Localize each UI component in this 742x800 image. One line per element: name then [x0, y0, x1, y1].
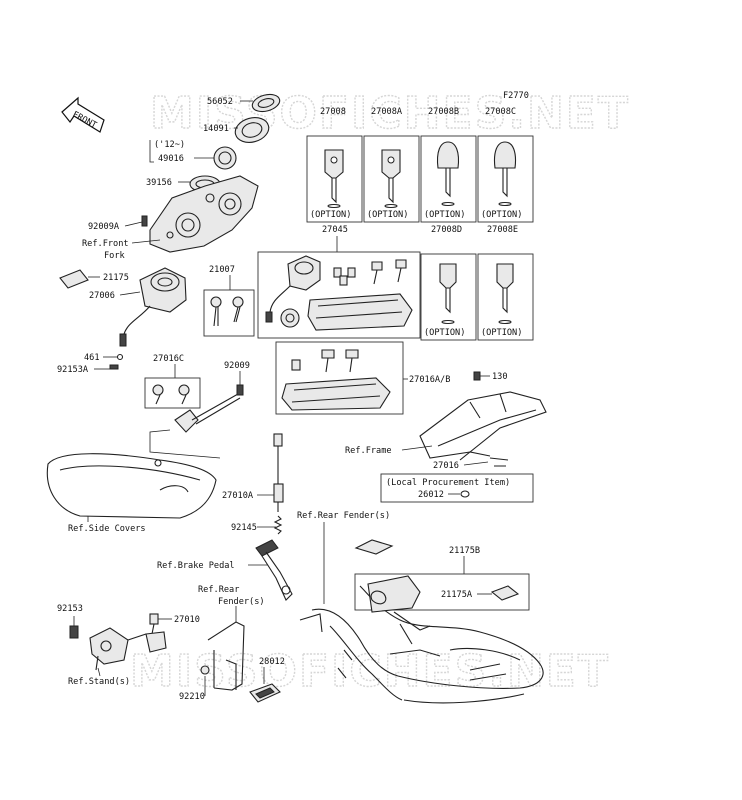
label-27006: 27006 — [89, 291, 115, 301]
rear-fender-assembly — [299, 585, 544, 704]
option-27008A: (OPTION) — [367, 210, 408, 220]
rubber-21175A — [490, 585, 520, 601]
key-box-27008E — [477, 253, 534, 341]
label-local-procurement: (Local Procurement Item) — [386, 478, 510, 488]
label-ref-front-fork: Ref.Front — [82, 239, 129, 249]
option-27008B: (OPTION) — [424, 210, 465, 220]
label-92153: 92153 — [57, 604, 83, 614]
label-ref-rear-fender-top: Ref.Rear Fender(s) — [297, 511, 390, 521]
stand-switch-27010 — [145, 613, 167, 653]
label-92009: 92009 — [224, 361, 250, 371]
label-27010A: 27010A — [222, 491, 254, 501]
label-92153A: 92153A — [57, 365, 89, 375]
ignition-ring-14091 — [234, 117, 270, 143]
key-27008B-icon — [436, 141, 460, 207]
local-procurement-box — [380, 473, 534, 503]
key-27008E-icon — [496, 263, 514, 325]
rear-bracket — [207, 621, 245, 691]
option-27008: (OPTION) — [310, 210, 351, 220]
key-27008C-icon — [493, 141, 517, 207]
label-27016AB: 27016A/B — [409, 375, 450, 385]
seat-lock-27016C — [174, 393, 241, 433]
label-21175A: 21175A — [441, 590, 473, 600]
label-ref-rear-fender-2: Fender(s) — [218, 597, 265, 607]
label-461: 461 — [84, 353, 100, 363]
bolt-92153 — [69, 625, 79, 639]
bolt-92009 — [236, 384, 244, 396]
upper-bracket — [149, 175, 259, 253]
set-box-27016AB — [275, 341, 404, 415]
bolt-92009A — [141, 215, 148, 227]
label-21175: 21175 — [103, 273, 129, 283]
key-27008A-icon — [381, 149, 401, 209]
side-cover — [46, 453, 217, 519]
key-27008-icon — [324, 149, 344, 209]
label-ref-rear-fender: Ref.Rear — [198, 585, 239, 595]
spring-92145 — [273, 515, 283, 535]
key-box-27008B — [420, 135, 477, 223]
label-92009A: 92009A — [88, 222, 120, 232]
gear-ring-49016 — [213, 146, 237, 170]
label-130: 130 — [492, 372, 508, 382]
label-92210: 92210 — [179, 692, 205, 702]
label-26012: 26012 — [418, 490, 444, 500]
label-27010: 27010 — [174, 615, 200, 625]
brake-pedal — [255, 539, 293, 601]
frame-section — [419, 391, 547, 467]
bolt-130 — [473, 371, 481, 381]
label-56052: 56052 — [207, 97, 233, 107]
front-arrow-icon: FRONT — [61, 96, 105, 133]
label-ref-brake-pedal: Ref.Brake Pedal — [157, 561, 235, 571]
ignition-set-27045 — [265, 255, 413, 331]
label-27008B: 27008B — [428, 107, 459, 117]
label-ref-side-covers: Ref.Side Covers — [68, 524, 146, 534]
label-27008A: 27008A — [371, 107, 403, 117]
watermark-top: MISSOFICHES.NET — [150, 88, 630, 139]
keys-27016C — [152, 384, 190, 405]
nut-92210 — [200, 665, 210, 675]
key-box-27008A — [363, 135, 420, 223]
label-28012: 28012 — [259, 657, 285, 667]
rubber-21175 — [59, 269, 89, 289]
label-27016: 27016 — [433, 461, 459, 471]
label-27008: 27008 — [320, 107, 346, 117]
label-ref-frame: Ref.Frame — [345, 446, 392, 456]
washer-461 — [116, 353, 124, 361]
label-ref-front-fork-2: Fork — [104, 251, 126, 261]
keys-21007 — [210, 296, 244, 327]
key-box-27008D — [420, 253, 477, 341]
label-27008E: 27008E — [487, 225, 518, 235]
label-12-note: ('12~) — [154, 140, 185, 150]
label-49016: 49016 — [158, 154, 184, 164]
tool-case-21175B — [354, 539, 431, 645]
diagram-code: F2770 — [503, 91, 529, 101]
key-27008D-icon — [439, 263, 457, 325]
bolt-92153A — [109, 364, 119, 370]
brake-switch-27010A — [273, 433, 284, 512]
label-27016C: 27016C — [153, 354, 184, 364]
option-27008C: (OPTION) — [481, 210, 522, 220]
label-14091: 14091 — [203, 124, 229, 134]
ignition-switch-27006 — [119, 267, 187, 347]
label-ref-stand: Ref.Stand(s) — [68, 677, 130, 687]
label-27045: 27045 — [322, 225, 348, 235]
key-box-27008 — [306, 135, 363, 223]
set-box-21175B — [354, 573, 530, 611]
label-21175B: 21175B — [449, 546, 480, 556]
label-92145: 92145 — [231, 523, 257, 533]
key-box-27008C — [477, 135, 534, 223]
part-26012-icon — [460, 490, 470, 498]
license-lamp-28012 — [249, 683, 281, 703]
stand-bracket — [89, 627, 147, 671]
label-39156: 39156 — [146, 178, 172, 188]
label-27008C: 27008C — [485, 107, 516, 117]
seat-lock-set-27016AB — [281, 349, 391, 411]
option-27008E: (OPTION) — [481, 328, 522, 338]
label-21007: 21007 — [209, 265, 235, 275]
ignition-cover-56052 — [251, 93, 281, 113]
label-27008D: 27008D — [431, 225, 462, 235]
option-27008D: (OPTION) — [424, 328, 465, 338]
set-box-27045 — [257, 251, 421, 339]
